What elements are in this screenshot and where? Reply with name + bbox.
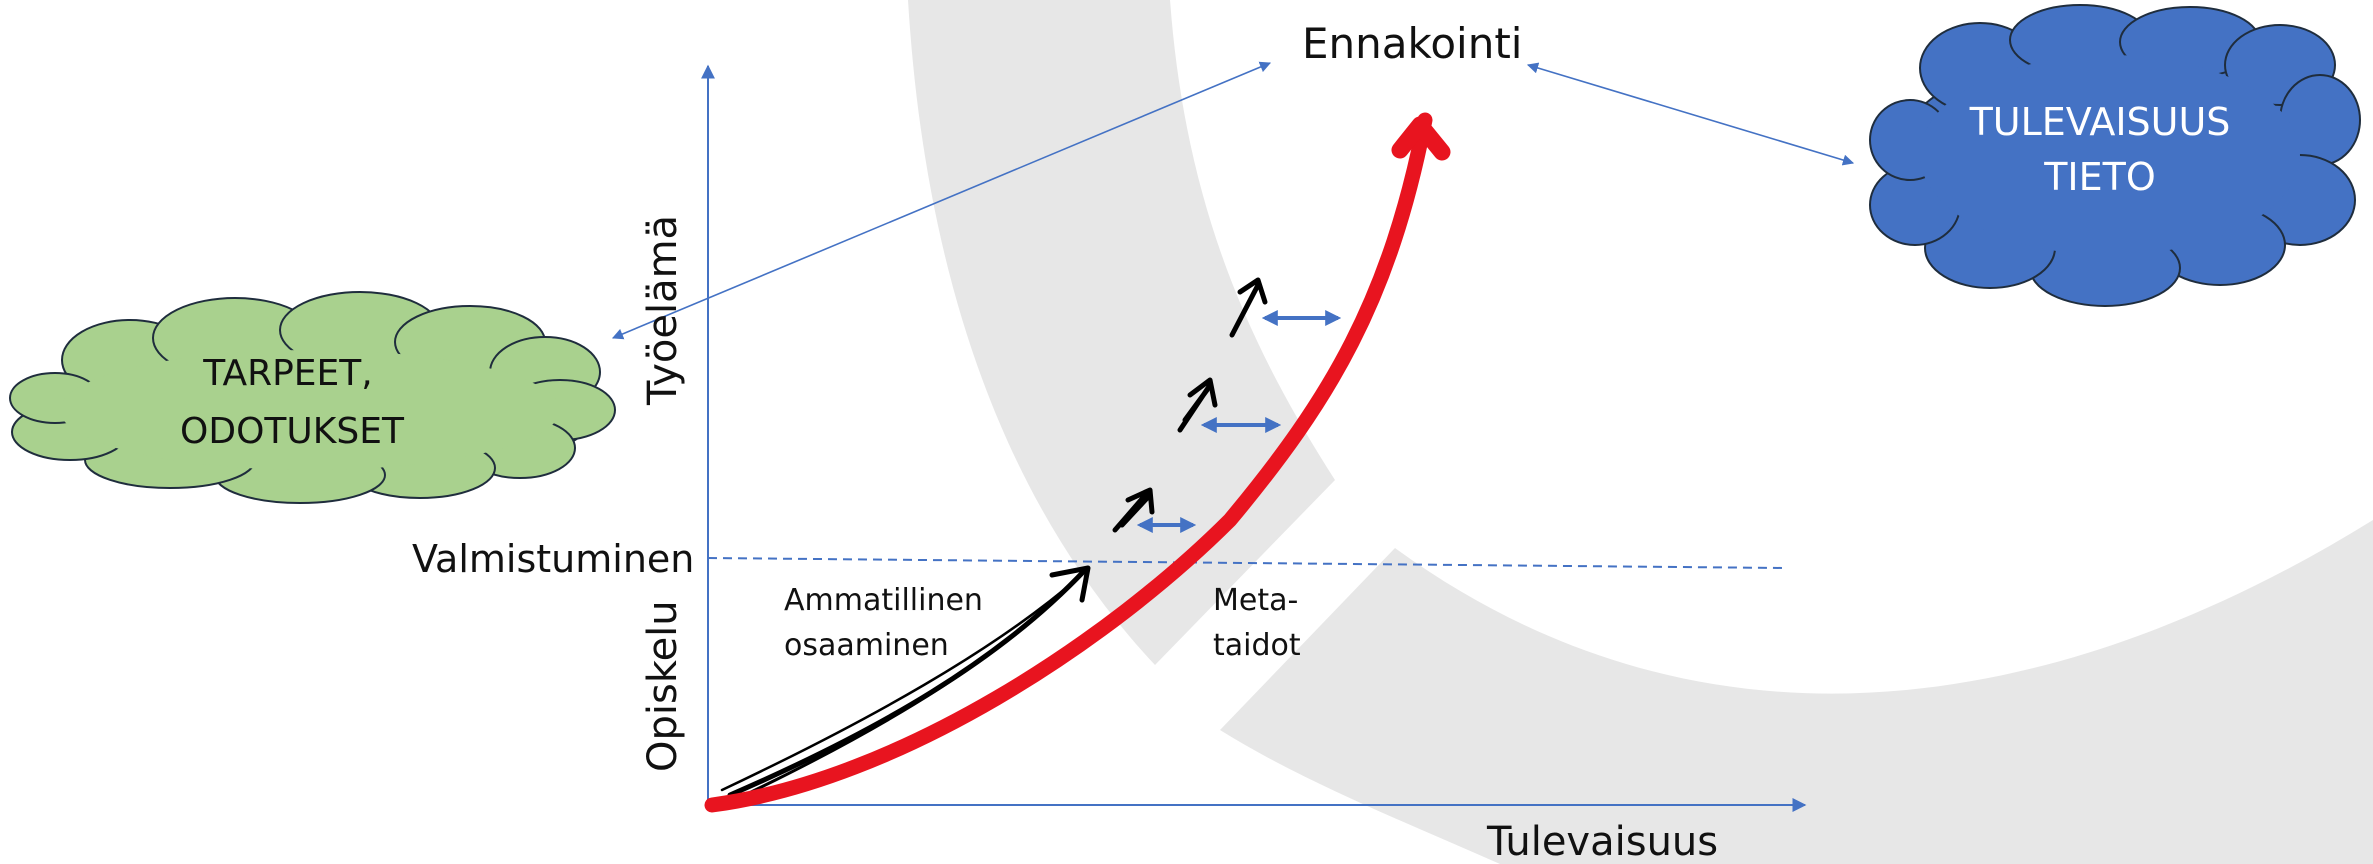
- meta-skills-line1: Meta-: [1213, 583, 1298, 618]
- forecasting-label: Ennakointi: [1302, 19, 1522, 68]
- studying-axis-label: Opiskelu: [640, 600, 686, 772]
- meta-skills-line2: taidot: [1213, 628, 1301, 663]
- meta-gap-arrows: [1136, 310, 1342, 533]
- future-info-cloud-line2: TIETO: [2043, 155, 2156, 199]
- working-life-axis-label: Työelämä: [640, 215, 686, 406]
- vocational-skills-line1: Ammatillinen: [784, 583, 983, 618]
- graduation-label: Valmistuminen: [412, 537, 694, 581]
- vocational-skills-line2: osaaminen: [784, 628, 949, 663]
- needs-cloud: TARPEET, ODOTUKSET: [9, 291, 616, 504]
- connector-forecasting-to-future-info: [1526, 62, 1855, 166]
- future-info-cloud-line1: TULEVAISUUS: [1969, 100, 2231, 144]
- connector-forecasting-to-needs: [611, 61, 1272, 340]
- growth-curve-arrow: [704, 112, 1451, 813]
- vocational-growth-hand-arrow: [720, 565, 1091, 798]
- future-axis-label: Tulevaisuus: [1486, 819, 1718, 864]
- future-info-cloud: TULEVAISUUS TIETO: [1869, 4, 2361, 307]
- meta-step-hand-arrows: [1112, 277, 1268, 533]
- needs-cloud-line1: TARPEET,: [202, 353, 372, 394]
- needs-cloud-line2: ODOTUKSET: [180, 411, 405, 452]
